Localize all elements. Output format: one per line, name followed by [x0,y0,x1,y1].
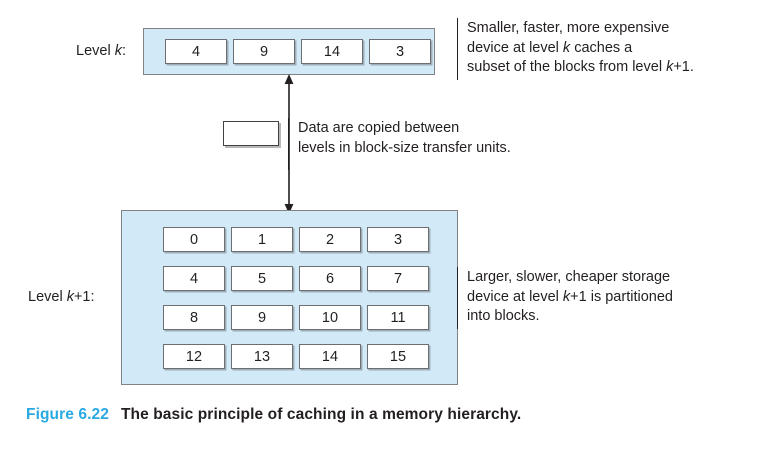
storage-block: 10 [299,305,361,330]
annotation-top-line2-b: caches a [570,39,633,56]
storage-block: 15 [367,344,429,369]
level-k-plus-1-label: Level k+1: [28,288,95,306]
storage-block: 3 [367,227,429,252]
annotation-bottom-line2: device at level k+1 is partitioned [467,288,673,308]
annotation-top-line3-a: subset of the blocks from level [467,59,667,75]
storage-block: 4 [163,266,225,291]
annotation-top-line2-var: k [562,39,571,56]
figure-caption: Figure 6.22 The basic principle of cachin… [26,406,521,424]
level-k1-label-plus: +1 [73,289,91,305]
level-k1-label-prefix: Level [28,289,67,305]
annotation-bottom-line2-b: +1 is partitioned [570,288,673,305]
annotation-top: Smaller, faster, more expensive device a… [467,19,694,78]
annotation-top-line1: Smaller, faster, more expensive [467,20,670,36]
level-k-label: Level k: [76,42,126,60]
level-k-label-prefix: Level [76,43,115,59]
annotation-top-line3: subset of the blocks from level k+1. [467,58,694,78]
annotation-bottom: Larger, slower, cheaper storage device a… [467,268,673,327]
storage-block: 2 [299,227,361,252]
transfer-unit-block-icon [223,121,279,146]
annotation-top-line3-b: +1. [673,59,694,75]
annotation-bottom-line1: Larger, slower, cheaper storage [467,269,671,285]
cache-block: 9 [233,39,295,64]
annotation-rule-middle [288,118,290,170]
storage-block: 9 [231,305,293,330]
storage-block: 0 [163,227,225,252]
annotation-top-line3-var: k [666,59,674,75]
annotation-bottom-line3: into blocks. [467,308,540,324]
cache-block: 3 [369,39,431,64]
cache-block: 14 [301,39,363,64]
annotation-top-line2: device at level k caches a [467,39,694,59]
annotation-bottom-line2-a: device at level [467,288,563,305]
annotation-middle-line1: Data are copied between [298,120,460,136]
cache-block: 4 [165,39,227,64]
annotation-rule-top [457,18,459,80]
level-k-plus-1-block-grid: 0 1 2 3 4 5 6 7 8 9 10 11 12 13 14 15 [163,227,429,369]
annotation-rule-bottom [457,267,459,329]
annotation-top-line2-a: device at level [467,39,563,56]
storage-block: 8 [163,305,225,330]
level-k-label-var: k [114,43,122,59]
storage-block: 13 [231,344,293,369]
annotation-middle: Data are copied between levels in block-… [298,119,511,158]
annotation-bottom-line2-var: k [562,288,571,305]
storage-block: 14 [299,344,361,369]
level-k-label-suffix: : [121,43,126,59]
figure-number: Figure 6.22 [26,406,109,423]
storage-block: 5 [231,266,293,291]
level-k1-label-var: k [66,289,74,305]
level-k-block-row: 4 9 14 3 [165,39,431,64]
storage-block: 1 [231,227,293,252]
storage-block: 12 [163,344,225,369]
level-k1-label-suffix: : [90,289,95,305]
annotation-middle-line2: levels in block-size transfer units. [298,139,511,156]
storage-block: 6 [299,266,361,291]
storage-block: 11 [367,305,429,330]
figure-title: The basic principle of caching in a memo… [120,406,522,423]
storage-block: 7 [367,266,429,291]
